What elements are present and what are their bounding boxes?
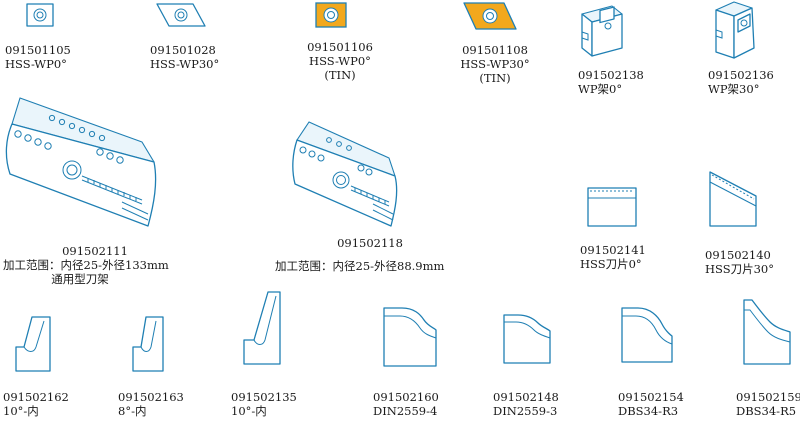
part-desc: DIN2559-4 <box>373 404 438 418</box>
part-091501108[interactable]: 091501108 HSS-WP30° (TIN) <box>440 0 570 100</box>
tall-inner-blade-10-icon <box>243 291 281 365</box>
part-desc: DBS34-R5 <box>736 404 797 418</box>
part-note: (TIN) <box>479 71 511 85</box>
part-desc: WP架30° <box>708 82 760 96</box>
part-091501106[interactable]: 091501106 HSS-WP0° (TIN) <box>290 0 410 100</box>
part-desc: HSS-WP0° <box>5 57 67 71</box>
part-091502148[interactable]: 091502148 DIN2559-3 <box>490 305 600 420</box>
part-091502140[interactable]: 091502140 HSS刀片30° <box>700 168 800 283</box>
dbs-profile-blade-r5-icon <box>743 299 791 365</box>
part-desc: HSS-WP30° <box>150 57 220 71</box>
part-desc: 加工范围：内径25-外径88.9mm <box>275 259 445 273</box>
part-code: 091501028 <box>150 43 216 57</box>
part-code: 091502138 <box>578 68 644 82</box>
hss-blade-0-icon <box>587 187 637 227</box>
part-091502162[interactable]: 091502162 10°-内 <box>0 305 110 420</box>
part-code: 091501108 <box>462 43 528 57</box>
rhombic-insert-tin-icon <box>463 2 517 30</box>
part-desc: WP架0° <box>578 82 623 96</box>
part-desc: 加工范围：内径25-外径133mm <box>3 258 169 272</box>
hss-blade-30-icon <box>709 171 757 227</box>
insert-holder-0-icon <box>581 5 623 57</box>
din-profile-blade-4-icon <box>383 307 437 367</box>
part-desc: 10°-内 <box>3 404 39 418</box>
square-insert-icon <box>26 3 54 27</box>
part-091502111[interactable]: 091502111 加工范围：内径25-外径133mm 通用型刀架 <box>0 92 230 292</box>
part-desc: 8°-内 <box>118 404 147 418</box>
part-code: 091502159 <box>736 390 800 404</box>
part-code: 091502118 <box>337 236 403 250</box>
part-desc: DIN2559-3 <box>493 404 558 418</box>
rhombic-insert-icon <box>156 3 206 27</box>
inner-profile-blade-8-icon <box>132 316 164 372</box>
part-code: 091501105 <box>5 43 71 57</box>
dbs-profile-blade-r3-icon <box>621 307 673 363</box>
part-091502141[interactable]: 091502141 HSS刀片0° <box>570 180 680 280</box>
part-091502159[interactable]: 091502159 DBS34-R5 <box>732 296 800 420</box>
part-091502135[interactable]: 091502135 10°-内 <box>230 290 350 420</box>
part-091502154[interactable]: 091502154 DBS34-R3 <box>612 300 722 420</box>
part-desc: HSS-WP30° <box>460 57 530 71</box>
large-tool-holder-icon <box>5 97 157 227</box>
part-desc: HSS-WP0° <box>309 54 371 68</box>
part-desc: HSS刀片0° <box>580 257 642 271</box>
part-desc: DBS34-R3 <box>618 404 679 418</box>
part-code: 091502162 <box>3 390 69 404</box>
part-code: 091502111 <box>62 244 128 258</box>
square-insert-tin-icon <box>315 2 347 28</box>
part-code: 091502136 <box>708 68 774 82</box>
din-profile-blade-3-icon <box>503 314 551 364</box>
small-tool-holder-icon <box>292 121 398 227</box>
insert-holder-30-icon <box>715 1 755 59</box>
part-note: 通用型刀架 <box>51 272 109 286</box>
part-code: 091502160 <box>373 390 439 404</box>
part-091502136[interactable]: 091502136 WP架30° <box>700 0 800 100</box>
part-code: 091502148 <box>493 390 559 404</box>
part-091501028[interactable]: 091501028 HSS-WP30° <box>140 0 270 80</box>
part-code: 091501106 <box>307 40 373 54</box>
part-desc: HSS刀片30° <box>705 262 774 276</box>
part-code: 091502135 <box>231 390 297 404</box>
part-091501105[interactable]: 091501105 HSS-WP0° <box>0 0 120 80</box>
part-code: 091502141 <box>580 243 646 257</box>
part-091502118[interactable]: 091502118 加工范围：内径25-外径88.9mm <box>275 118 475 278</box>
part-code: 091502163 <box>118 390 184 404</box>
part-desc: 10°-内 <box>231 404 267 418</box>
part-code: 091502154 <box>618 390 684 404</box>
part-091502138[interactable]: 091502138 WP架0° <box>570 0 680 100</box>
part-note: (TIN) <box>324 68 356 82</box>
part-091502160[interactable]: 091502160 DIN2559-4 <box>370 300 480 420</box>
inner-profile-blade-10-icon <box>15 316 51 372</box>
part-091502163[interactable]: 091502163 8°-内 <box>115 305 225 420</box>
part-code: 091502140 <box>705 248 771 262</box>
